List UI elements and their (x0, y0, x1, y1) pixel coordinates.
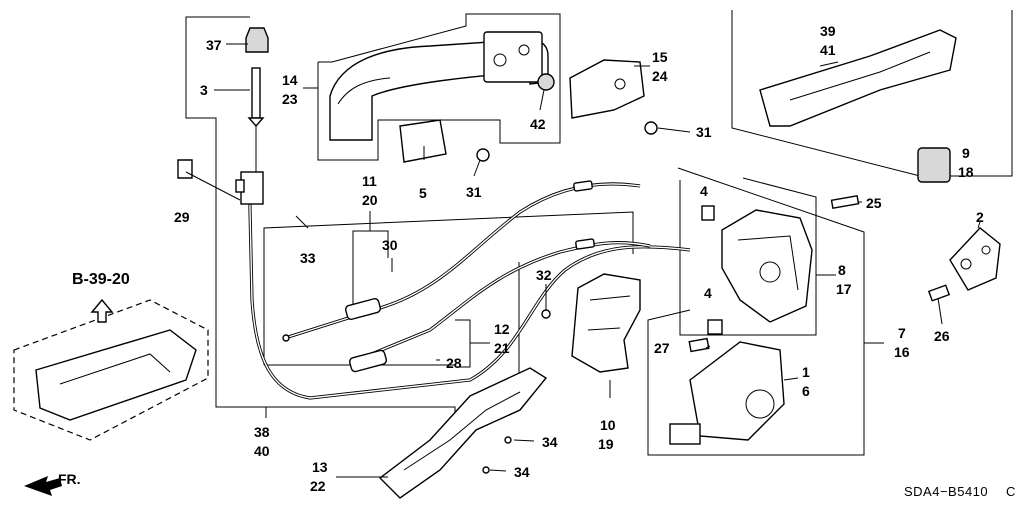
label-4b: 4 (704, 285, 712, 301)
leader-lines (185, 43, 981, 478)
label-3: 3 (200, 82, 208, 98)
reference-label: B-39-20 (72, 271, 130, 288)
screw-27 (688, 337, 710, 353)
label-7: 7 (898, 325, 906, 341)
striker (927, 227, 1001, 302)
lock-motor (669, 337, 785, 445)
inner-handle-reference (13, 298, 209, 441)
label-2: 2 (976, 209, 984, 225)
label-17: 17 (836, 281, 852, 297)
label-6: 6 (802, 383, 810, 399)
callout-labels: 37 3 14 23 29 33 11 20 30 5 31 42 15 24 … (58, 23, 1016, 499)
label-18: 18 (958, 164, 974, 180)
label-40: 40 (254, 443, 270, 459)
lock-knob (245, 27, 269, 53)
label-24: 24 (652, 68, 668, 84)
clip-4a (701, 205, 715, 221)
label-1: 1 (802, 364, 810, 380)
label-16: 16 (894, 344, 910, 360)
front-label: FR. (58, 471, 81, 487)
bolt-31b (644, 121, 658, 135)
label-37: 37 (206, 37, 222, 53)
label-34b: 34 (514, 464, 530, 480)
door-cables (248, 180, 691, 400)
inner-handle-bracket (378, 367, 548, 499)
label-11: 11 (362, 173, 377, 189)
cable-protector (541, 273, 641, 373)
label-39: 39 (820, 23, 836, 39)
label-38: 38 (254, 424, 270, 440)
handle-protector (569, 59, 658, 135)
outer-door-handle (329, 31, 555, 163)
label-19: 19 (598, 436, 614, 452)
label-21: 21 (494, 340, 510, 356)
label-42: 42 (530, 116, 546, 132)
label-26: 26 (934, 328, 950, 344)
lock-knob-rod (177, 27, 269, 205)
outer-trim (759, 29, 957, 127)
lock-cap-9 (917, 147, 951, 183)
grommet-42 (537, 73, 555, 91)
label-34a: 34 (542, 434, 558, 450)
label-14: 14 (282, 72, 298, 88)
label-33: 33 (300, 250, 316, 266)
label-8: 8 (838, 262, 846, 278)
label-20: 20 (362, 192, 378, 208)
label-12: 12 (494, 321, 510, 337)
diagram-code: SDA4−B5410 (904, 484, 988, 499)
label-15: 15 (652, 49, 668, 65)
front-arrow-icon (24, 476, 62, 496)
label-30: 30 (382, 237, 398, 253)
label-9: 9 (962, 145, 970, 161)
label-13: 13 (312, 459, 328, 475)
label-25: 25 (866, 195, 882, 211)
corner-mark: C (1006, 484, 1016, 499)
handle-seal-5 (399, 119, 447, 163)
screw-25 (830, 194, 860, 210)
label-23: 23 (282, 91, 298, 107)
reference-arrow (90, 298, 114, 323)
label-5: 5 (419, 185, 427, 201)
screw-26 (927, 284, 951, 302)
bolt-31a (476, 148, 490, 162)
label-29: 29 (174, 209, 190, 225)
clip-29 (177, 159, 193, 179)
label-27: 27 (654, 340, 670, 356)
label-22: 22 (310, 478, 326, 494)
label-41: 41 (820, 42, 836, 58)
label-31b: 31 (696, 124, 712, 140)
label-10: 10 (600, 417, 616, 433)
door-lock-actuator (701, 205, 813, 335)
label-32: 32 (536, 267, 552, 283)
clip-4b (707, 319, 723, 335)
label-31a: 31 (466, 184, 482, 200)
screw-32 (541, 309, 551, 319)
label-4a: 4 (700, 183, 708, 199)
label-28: 28 (446, 355, 462, 371)
